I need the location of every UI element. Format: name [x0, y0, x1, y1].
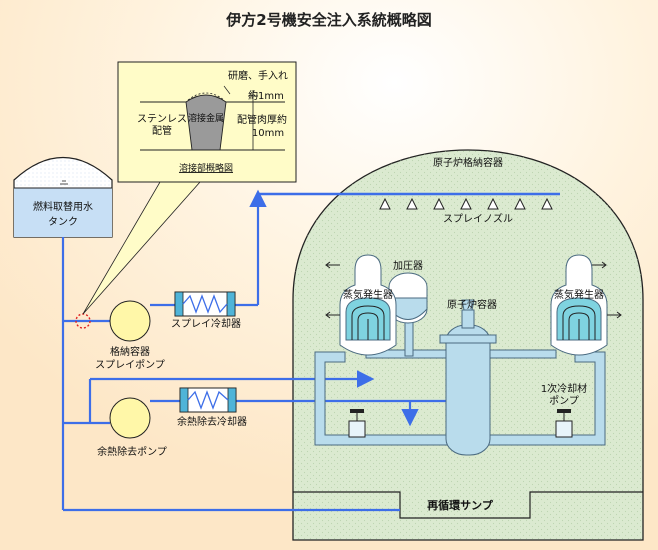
tank-suction-pipe [61, 237, 400, 512]
rhr-pump-icon [109, 397, 151, 439]
sg-left-label: 蒸気発生器 [343, 288, 393, 301]
spray-pump-icon [109, 300, 151, 342]
spray-nozzle-icons [379, 197, 553, 210]
tank-label-2: タンク [48, 216, 78, 228]
pipe-label-1: ステンレス [137, 114, 187, 125]
rcp-label-2: ポンプ [549, 395, 579, 407]
refueling-water-tank: 燃料取替用水 タンク [13, 156, 113, 238]
rcp-right-icon [555, 409, 573, 438]
spray-cooler-icon [174, 291, 236, 317]
spray-nozzle-label: スプレイノズル [443, 212, 513, 225]
spray-cooler-label: スプレイ冷却器 [171, 317, 241, 330]
weld-detail-inset: 研磨、手入れ 約1mm 配管肉厚約 10mm ステンレス 配管 溶接金属 溶接部… [117, 61, 297, 183]
dim-top-label: 約1mm [248, 89, 284, 102]
wall-thickness-label-1: 配管肉厚約 [237, 113, 287, 126]
diagram-title: 伊方2号機安全注入系統概略図 [225, 11, 431, 29]
spray-header: スプレイノズル [258, 192, 560, 225]
tank-label-1: 燃料取替用水 [33, 200, 93, 213]
recirculation-sump: 再循環サンプ [293, 491, 643, 519]
pressurizer-label: 加圧器 [393, 260, 423, 272]
steam-generator-right [550, 254, 622, 356]
rhr-cooler-label: 余熱除去冷却器 [177, 415, 247, 428]
spray-pump-label-1: 格納容器 [110, 345, 150, 358]
rcp-left-icon [348, 409, 366, 438]
spray-line [150, 189, 267, 307]
reactor-vessel-label: 原子炉容器 [447, 298, 497, 311]
containment-label: 原子炉格納容器 [433, 156, 503, 169]
steam-generator-left [325, 254, 397, 356]
weld-metal-shape [185, 94, 227, 151]
polish-label: 研磨、手入れ [228, 69, 288, 82]
spray-pump-label-2: スプレイポンプ [95, 359, 165, 371]
pressurizer [388, 272, 428, 324]
pipe-label-2: 配管 [152, 124, 172, 137]
rhr-cooler-icon [179, 387, 237, 413]
rcp-label-1: 1次冷却材 [541, 382, 587, 395]
rhr-pump-label: 余熱除去ポンプ [97, 445, 167, 458]
sg-right-label: 蒸気発生器 [554, 288, 604, 301]
inset-caption: 溶接部概略図 [179, 162, 233, 174]
reactor-vessel [439, 299, 497, 456]
wall-thickness-label-2: 10mm [252, 128, 284, 139]
sump-label: 再循環サンプ [427, 498, 494, 512]
weld-metal-label: 溶接金属 [188, 112, 224, 124]
